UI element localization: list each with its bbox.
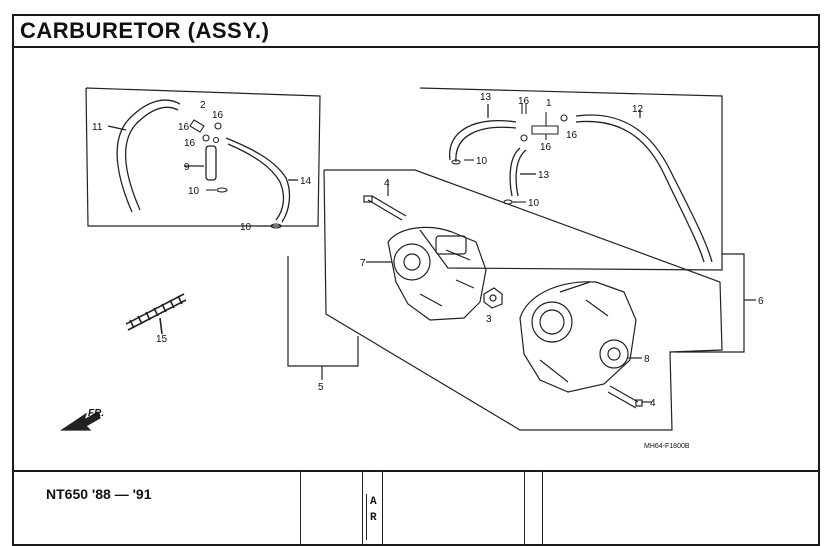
clip-10 xyxy=(216,187,228,193)
footer-divider-3 xyxy=(382,470,383,546)
hose-14 xyxy=(225,137,291,223)
callout-16-a: 16 xyxy=(212,110,224,121)
callout-5: 5 xyxy=(318,382,324,393)
callout-7: 7 xyxy=(360,258,366,269)
callout-16-e: 16 xyxy=(540,142,552,153)
model-years-label: NT650 '88 — '91 xyxy=(46,486,152,502)
screw-4-lower xyxy=(607,385,639,409)
callout-10-b: 10 xyxy=(240,222,252,233)
t-fitting-1 xyxy=(531,112,559,140)
screw-4-upper xyxy=(367,195,407,221)
front-label: FR. xyxy=(88,408,104,419)
title-divider xyxy=(12,46,820,48)
hose-12 xyxy=(575,114,713,263)
footer-divider-1 xyxy=(300,470,301,546)
ar-letter-a: A xyxy=(370,496,377,508)
bracket-6 xyxy=(674,253,745,353)
callout-15: 15 xyxy=(156,334,168,345)
bracket-5 xyxy=(287,256,359,367)
callout-8: 8 xyxy=(644,354,650,365)
callout-4-upper: 4 xyxy=(384,178,390,189)
clip-16 xyxy=(214,122,222,130)
callout-2: 2 xyxy=(200,100,206,111)
fitting-2 xyxy=(189,119,205,133)
footer-divider-5 xyxy=(542,470,543,546)
callout-4-lower: 4 xyxy=(650,398,656,409)
front-arrow-icon xyxy=(60,411,101,431)
figure-code: MH64-F1800B xyxy=(644,443,690,450)
carburetor-group-box xyxy=(323,169,723,431)
callout-6: 6 xyxy=(758,296,764,307)
callout-14: 14 xyxy=(300,176,312,187)
callout-16-b: 16 xyxy=(178,122,190,133)
ar-letter-r: R xyxy=(370,512,377,524)
hose-group-box-left xyxy=(85,87,321,227)
callout-3: 3 xyxy=(486,314,492,325)
clip-16-right xyxy=(521,104,527,114)
footer-divider-2 xyxy=(362,470,363,546)
callout-16-c: 16 xyxy=(184,138,196,149)
hose-13 xyxy=(449,120,517,161)
footer-divider xyxy=(12,470,820,472)
spring-15 xyxy=(125,293,187,331)
hose-9 xyxy=(205,145,217,181)
carburetor-8 xyxy=(519,281,637,393)
nut-3 xyxy=(483,287,503,309)
page-title: CARBURETOR (ASSY.) xyxy=(20,18,270,43)
callout-11: 11 xyxy=(92,122,103,133)
carburetor-7 xyxy=(387,226,487,321)
callout-13-upper: 13 xyxy=(480,92,492,103)
callout-12: 12 xyxy=(632,104,644,115)
callout-9: 9 xyxy=(184,162,190,173)
hose-11 xyxy=(116,99,181,213)
ar-cell xyxy=(366,494,381,540)
callout-16-f: 16 xyxy=(566,130,578,141)
callout-16-d: 16 xyxy=(518,96,530,107)
callout-10-d: 10 xyxy=(528,198,540,209)
hose-group-box-right xyxy=(419,87,723,271)
callout-10-a: 10 xyxy=(188,186,200,197)
callout-1: 1 xyxy=(546,98,552,109)
callout-10-c: 10 xyxy=(476,156,488,167)
footer-divider-4 xyxy=(524,470,525,546)
callout-13-lower: 13 xyxy=(538,170,550,181)
